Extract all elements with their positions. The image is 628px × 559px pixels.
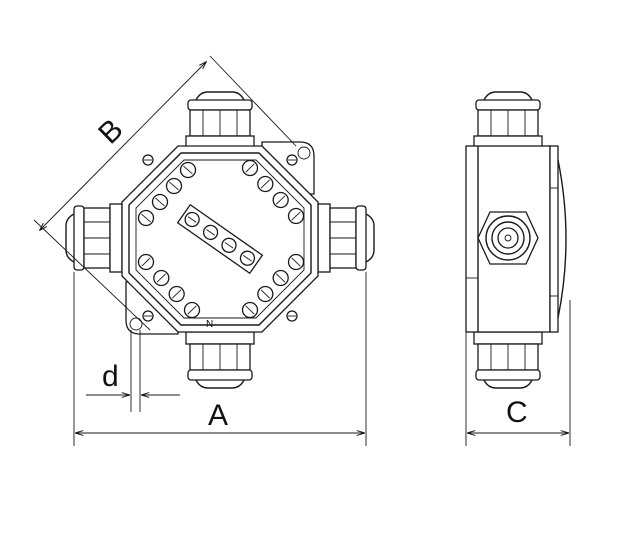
bottom-cable-gland	[185, 331, 255, 389]
terminal-screw-slot	[187, 305, 197, 315]
right-cable-gland	[317, 203, 375, 273]
left-cable-gland	[65, 203, 123, 273]
side-gland-nut	[477, 211, 539, 265]
side-view	[465, 91, 567, 389]
dimension-c: C	[465, 300, 571, 446]
terminal-screw-slot	[260, 289, 270, 299]
dimension-d-label: d	[102, 360, 119, 393]
top-cable-gland	[185, 91, 255, 149]
dimension-d: d	[86, 330, 180, 412]
center-rail-screw-slot	[206, 229, 215, 236]
terminal-screw-slot	[156, 273, 166, 283]
center-rail-screw-slot	[243, 254, 252, 262]
terminal-screw-slot	[141, 257, 151, 267]
terminal-screw-slot	[276, 273, 286, 283]
terminal-screw-slot	[291, 257, 301, 267]
top-right-mounting-ear	[261, 141, 315, 195]
terminal-screw-slot	[291, 211, 301, 221]
terminal-screw-slot	[245, 305, 255, 315]
terminal-screw-slot	[245, 163, 255, 173]
dimension-a: A	[73, 272, 367, 446]
dimension-a-label: A	[208, 399, 228, 432]
terminal-screw-slot	[276, 195, 286, 205]
terminal-screw-slot	[260, 179, 270, 189]
neutral-mark: N	[206, 319, 213, 330]
dimension-c-label: C	[506, 396, 528, 429]
center-rail-screw-slot	[224, 242, 234, 249]
terminal-screw-slot	[172, 289, 182, 299]
